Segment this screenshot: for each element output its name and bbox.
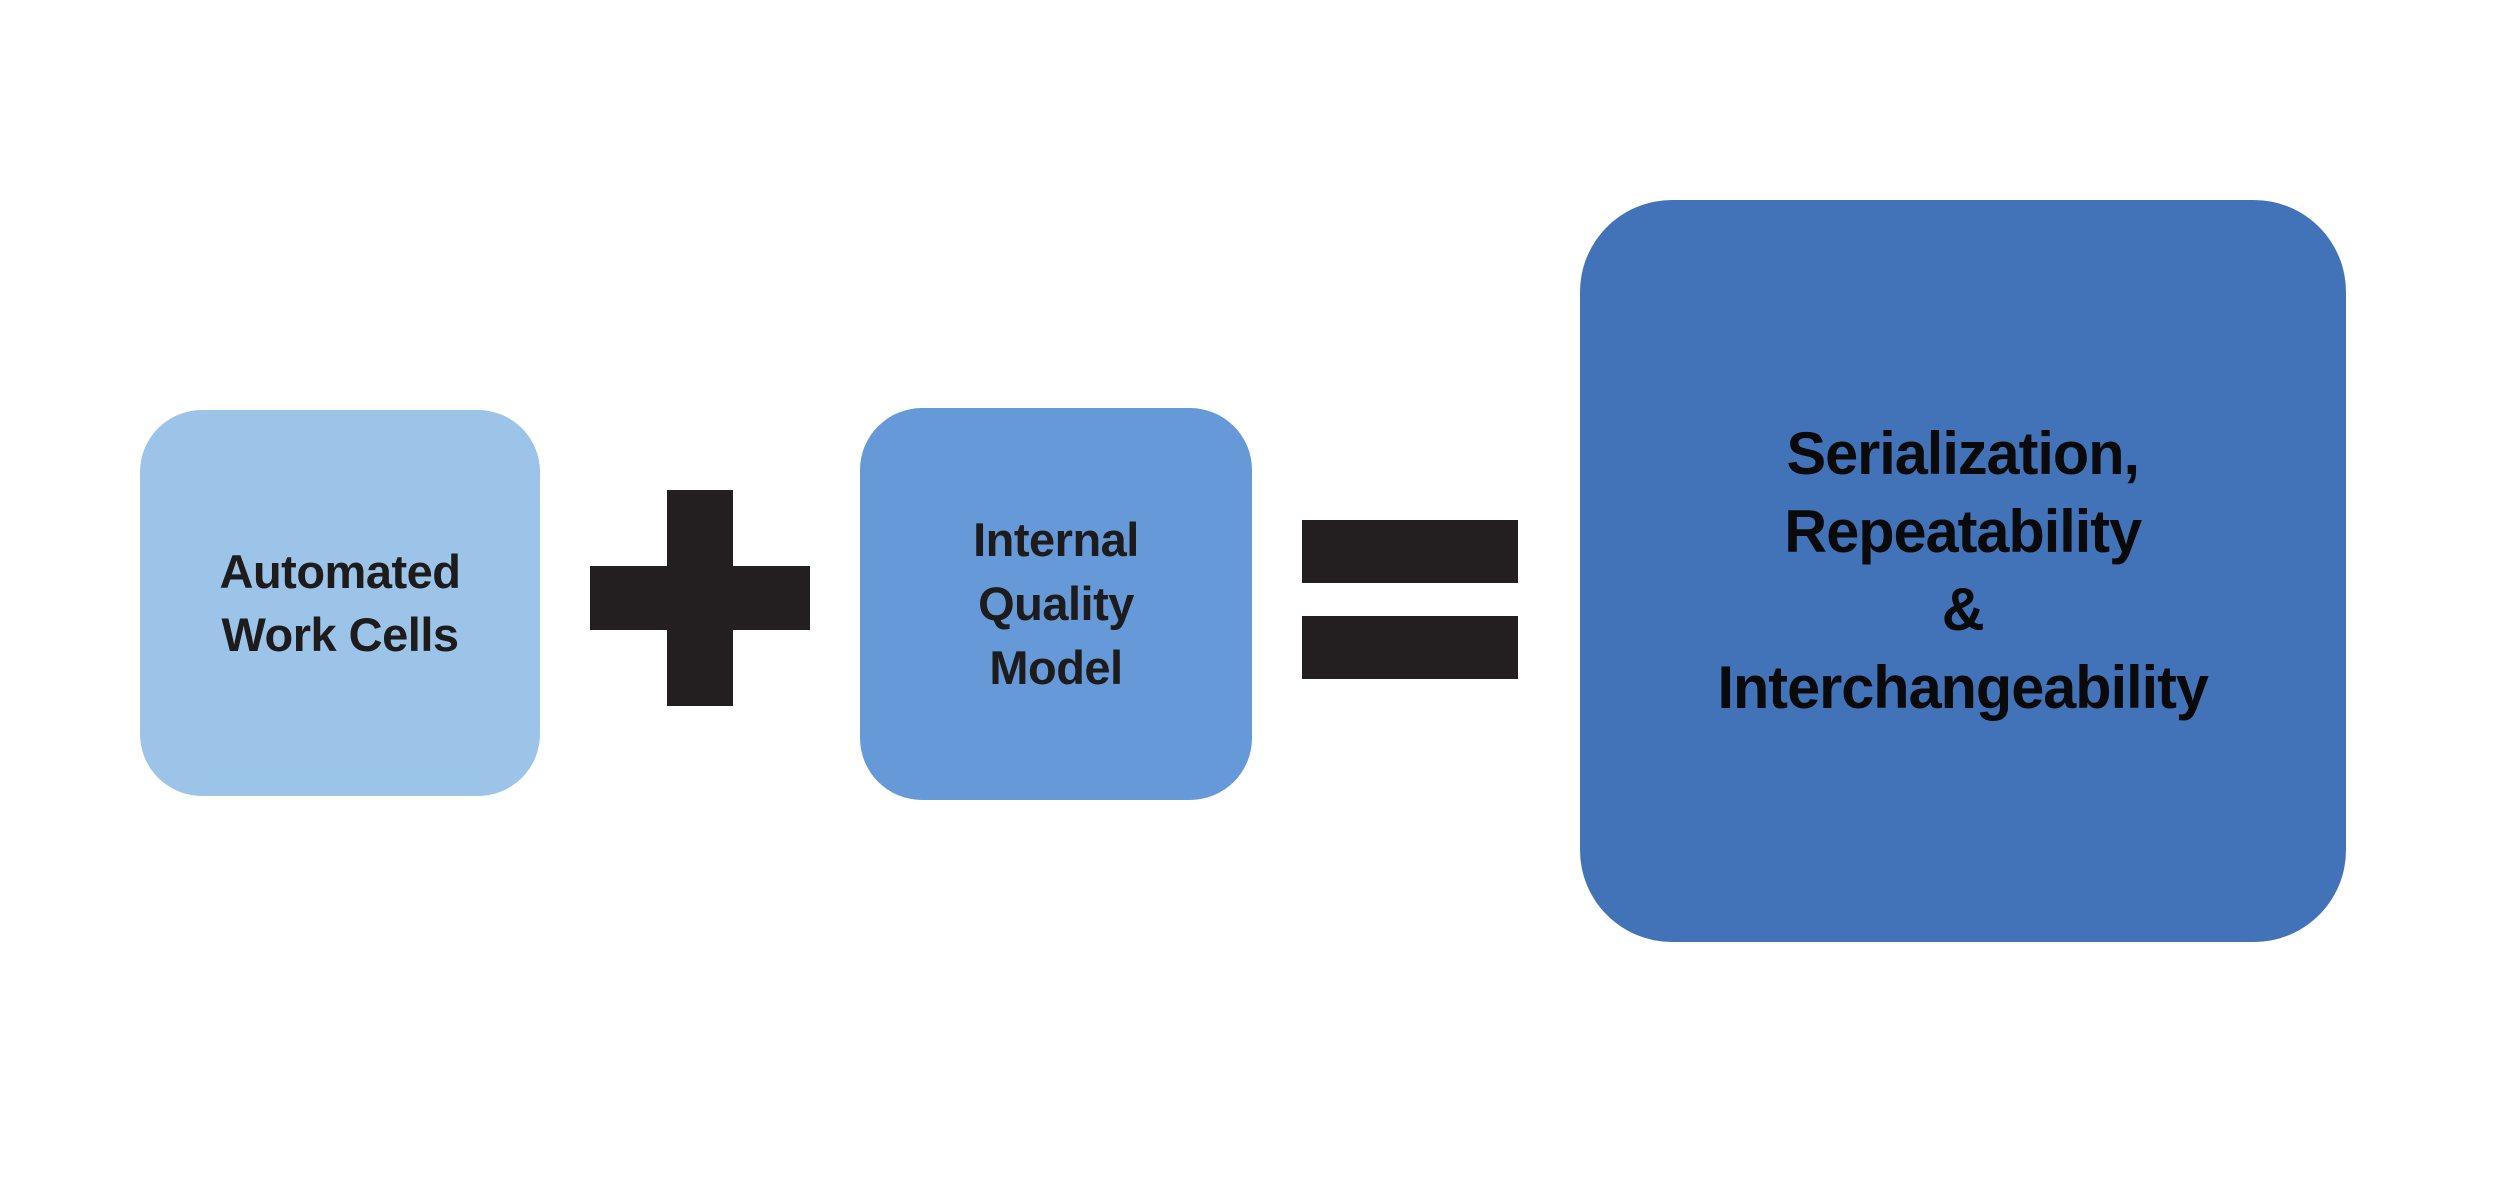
term-label-automated-work-cells: Automated Work Cells — [219, 544, 461, 661]
equals-sign-top-bar — [1302, 520, 1518, 583]
plus-sign-icon — [590, 490, 810, 706]
equals-sign-bottom-bar — [1302, 616, 1518, 679]
term-box-automated-work-cells[interactable]: Automated Work Cells — [140, 410, 540, 796]
term-box-internal-quality-model[interactable]: Internal Quality Model — [860, 408, 1252, 800]
term-label-result: Serialization, Repeatability & Interchan… — [1717, 420, 2210, 721]
term-label-internal-quality-model: Internal Quality Model — [973, 513, 1139, 694]
plus-sign-horizontal-bar — [590, 566, 810, 630]
term-box-result[interactable]: Serialization, Repeatability & Interchan… — [1580, 200, 2346, 942]
equals-sign-icon — [1302, 520, 1518, 680]
